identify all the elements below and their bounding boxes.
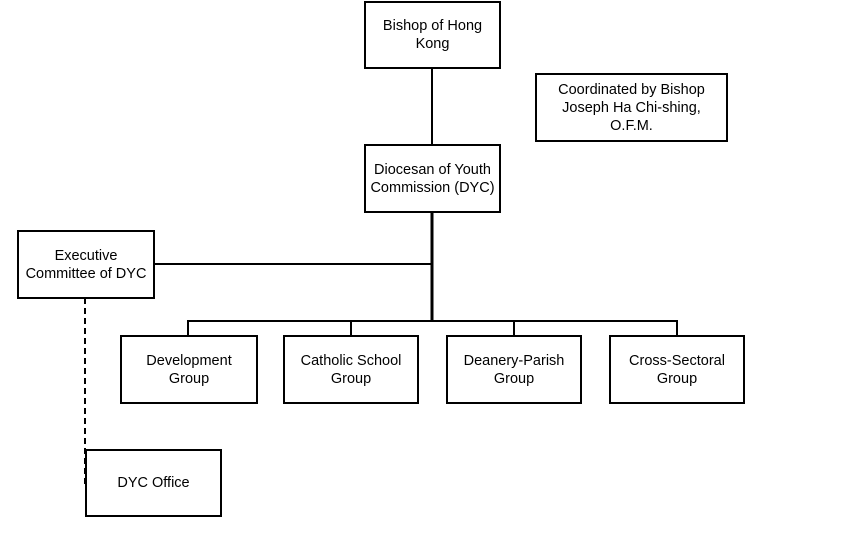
node-bishop-of-hong-kong: Bishop of Hong Kong [364, 1, 501, 69]
node-executive-committee: Executive Committee of DYC [17, 230, 155, 299]
node-label: Bishop of Hong Kong [382, 18, 483, 52]
node-label: Coordinated by Bishop Joseph Ha Chi-shin… [558, 81, 705, 134]
node-label: DYC Office [117, 475, 190, 491]
node-catholic-school-group: Catholic School Group [283, 335, 419, 404]
node-label: Executive Committee of DYC [25, 247, 147, 282]
node-diocesan-youth-commission: Diocesan of Youth Commission (DYC) [364, 144, 501, 213]
node-label: Development Group [146, 352, 232, 387]
node-dyc-office: DYC Office [85, 449, 222, 517]
node-cross-sectoral-group: Cross-Sectoral Group [609, 335, 745, 404]
node-label: Cross-Sectoral Group [629, 352, 725, 387]
node-deanery-parish-group: Deanery-Parish Group [446, 335, 582, 404]
node-label: Catholic School Group [300, 352, 402, 387]
node-coordinator-note: Coordinated by Bishop Joseph Ha Chi-shin… [535, 73, 728, 142]
node-label: Diocesan of Youth Commission (DYC) [370, 161, 495, 196]
node-development-group: Development Group [120, 335, 258, 404]
node-label: Deanery-Parish Group [463, 352, 565, 387]
